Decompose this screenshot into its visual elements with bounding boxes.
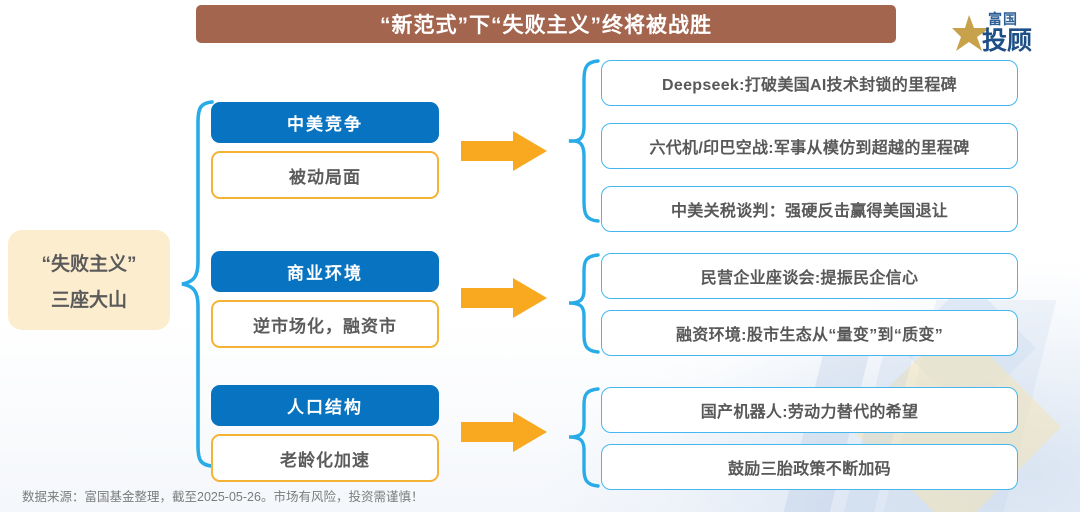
brand-logo: 富国 投顾: [952, 6, 1070, 55]
source-note: 数据来源：富国基金整理，截至2025-05-26。市场有风险，投资需谨慎！: [22, 490, 424, 504]
outcome-label: 国产机器人:劳动力替代的希望: [700, 404, 919, 421]
outcome-card[interactable]: Deepseek:打破美国AI技术封锁的里程碑: [601, 60, 1018, 106]
page-title: “新范式”下“失败主义”终将被战胜: [380, 14, 712, 37]
group-topic-box[interactable]: 人口结构: [211, 385, 439, 426]
group-topic-label: 人口结构: [287, 398, 363, 417]
group-block: 商业环境 逆市场化，融资市: [211, 251, 439, 348]
group-block: 中美竞争 被动局面: [211, 102, 439, 199]
outcome-card[interactable]: 国产机器人:劳动力替代的希望: [601, 387, 1018, 433]
outcome-label: 六代机/印巴空战:军事从模仿到超越的里程碑: [649, 140, 970, 157]
outcome-card[interactable]: 六代机/印巴空战:军事从模仿到超越的里程碑: [601, 123, 1018, 169]
brand-logo-top: 富国: [988, 11, 1018, 27]
group-problem-box[interactable]: 逆市场化，融资市: [211, 300, 439, 348]
arrow-right-icon: [461, 278, 547, 318]
outcome-label: 民营企业座谈会:提振民企信心: [700, 270, 919, 287]
arrow-right-icon: [461, 131, 547, 171]
group-problem-box[interactable]: 老龄化加速: [211, 434, 439, 482]
group-topic-box[interactable]: 中美竞争: [211, 102, 439, 143]
outcome-label: 融资环境:股市生态从“量变”到“质变”: [675, 327, 944, 344]
root-label-line1: “失败主义”: [41, 253, 137, 275]
group-block: 人口结构 老龄化加速: [211, 385, 439, 482]
star-icon: [952, 15, 990, 51]
group-topic-box[interactable]: 商业环境: [211, 251, 439, 292]
outcome-card[interactable]: 中美关税谈判：强硬反击赢得美国退让: [601, 186, 1018, 232]
group-topic-label: 中美竞争: [287, 115, 363, 134]
outcome-card[interactable]: 鼓励三胎政策不断加码: [601, 444, 1018, 490]
outcome-label: Deepseek:打破美国AI技术封锁的里程碑: [662, 77, 957, 94]
group-topic-label: 商业环境: [287, 264, 363, 283]
page-title-bar: “新范式”下“失败主义”终将被战胜: [196, 5, 896, 43]
root-category-box: “失败主义” 三座大山: [8, 230, 170, 330]
group-problem-label: 逆市场化，融资市: [253, 316, 397, 336]
brand-logo-main: 投顾: [982, 27, 1033, 55]
group-problem-label: 被动局面: [289, 167, 361, 187]
group-problem-box[interactable]: 被动局面: [211, 151, 439, 199]
root-label-line2: 三座大山: [50, 289, 127, 311]
outcome-label: 中美关税谈判：强硬反击赢得美国退让: [670, 203, 949, 220]
outcome-card[interactable]: 融资环境:股市生态从“量变”到“质变”: [601, 310, 1018, 356]
arrow-right-icon: [461, 412, 547, 452]
group-problem-label: 老龄化加速: [280, 450, 370, 470]
outcome-card[interactable]: 民营企业座谈会:提振民企信心: [601, 253, 1018, 299]
outcome-label: 鼓励三胎政策不断加码: [727, 461, 891, 478]
